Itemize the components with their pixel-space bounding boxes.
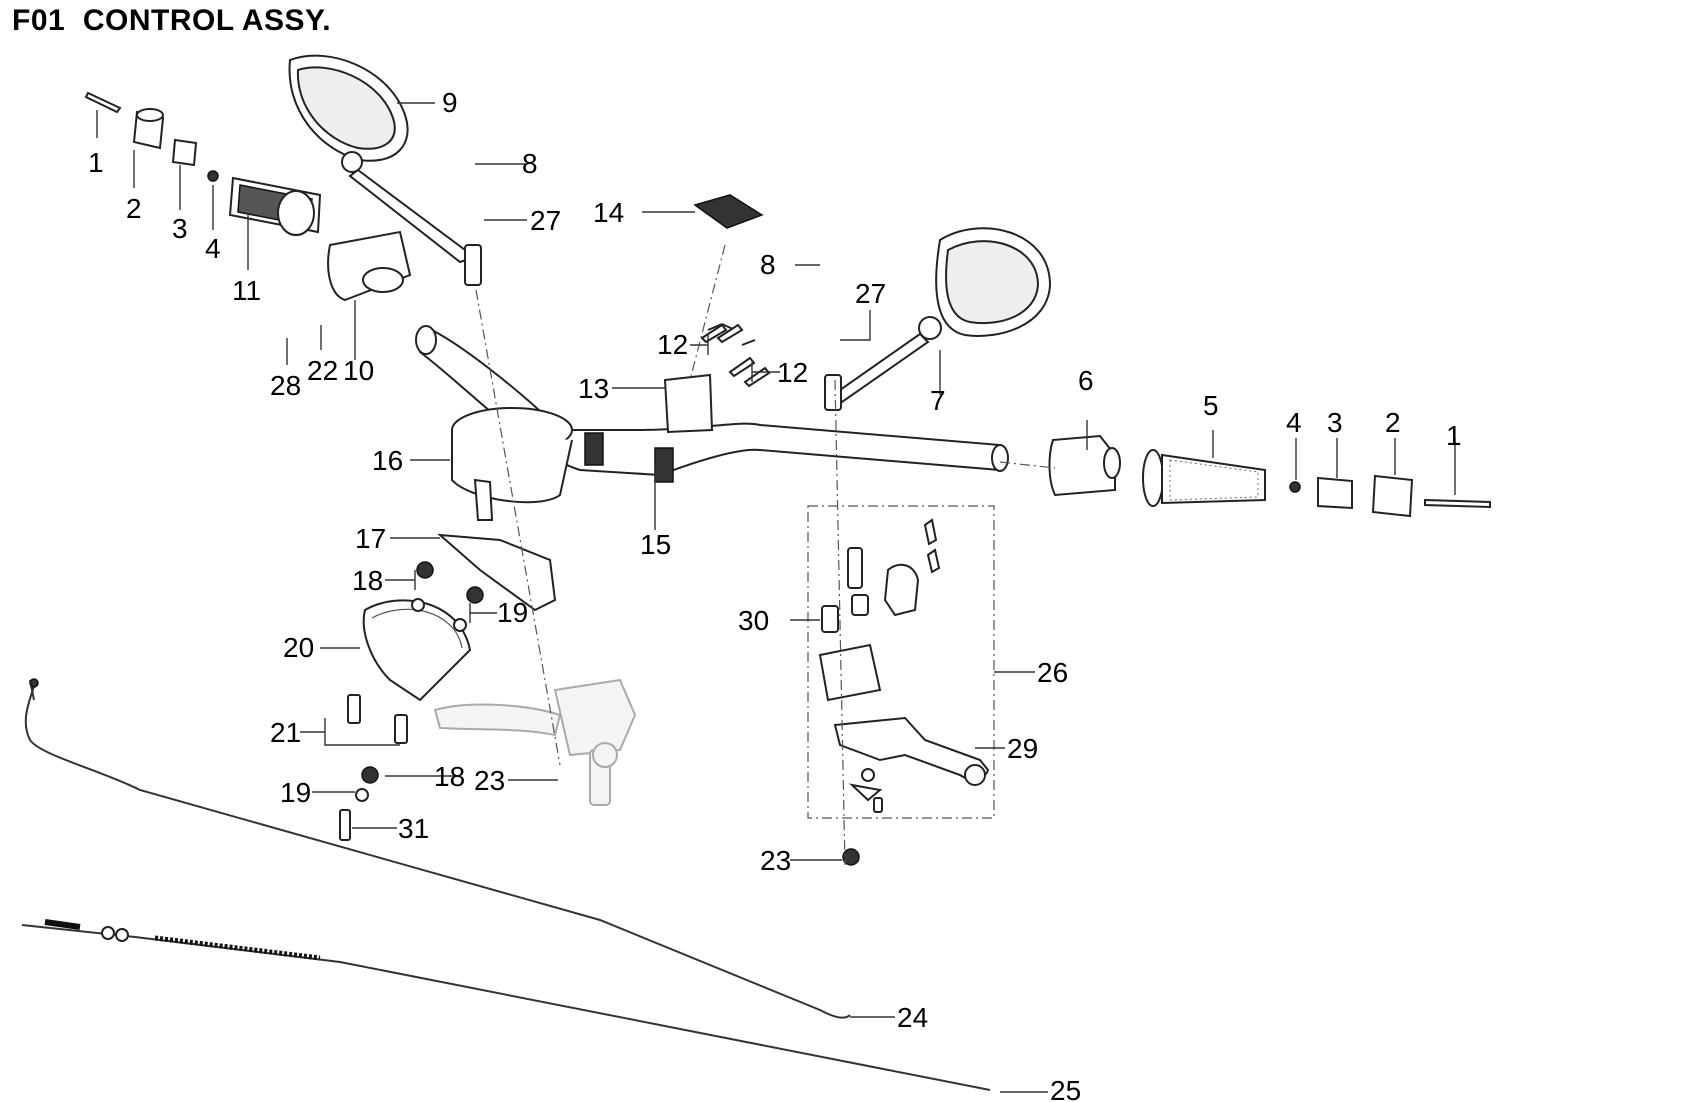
clutch-lever-drawing bbox=[807, 505, 995, 866]
callout-nut-lower: 18 bbox=[434, 761, 465, 792]
callout-washer-lower: 19 bbox=[280, 777, 311, 808]
callout-left-switch: 10 bbox=[343, 355, 374, 386]
callout-switch-screw: 28 bbox=[270, 370, 301, 401]
callout-clutch-switch: 30 bbox=[738, 605, 769, 636]
callout-handlebar: 15 bbox=[640, 529, 671, 560]
brake-master-cylinder-drawing bbox=[433, 678, 637, 806]
callout-emblem: 14 bbox=[593, 197, 624, 228]
callout-right-nut: 4 bbox=[1286, 407, 1302, 438]
callout-bracket: 17 bbox=[355, 523, 386, 554]
callout-clutch-lever: 29 bbox=[1007, 733, 1038, 764]
centerlines bbox=[475, 244, 1056, 866]
callout-meter-cover: 20 bbox=[283, 632, 314, 663]
callout-labels: 1 2 3 4 11 9 8 27 28 22 10 14 12 12 13 1… bbox=[88, 87, 1462, 1102]
callout-upper-holder: 13 bbox=[578, 373, 609, 404]
holder-drawing bbox=[663, 194, 771, 434]
cables-drawing bbox=[21, 678, 991, 1091]
callout-holder-bolts-upper: 12 bbox=[657, 329, 688, 360]
callout-left-bolt: 1 bbox=[88, 147, 104, 178]
callout-nut-upper: 18 bbox=[352, 565, 383, 596]
callout-nut-brake: 23 bbox=[474, 765, 505, 796]
callout-mirror-bolt-left: 8 bbox=[522, 148, 538, 179]
callout-throttle-cable: 24 bbox=[897, 1002, 928, 1033]
callout-right-grip: 5 bbox=[1203, 390, 1219, 421]
callout-nut-clutch: 23 bbox=[760, 845, 791, 876]
callout-left-collar: 3 bbox=[172, 213, 188, 244]
callout-washer-upper: 19 bbox=[497, 597, 528, 628]
callout-left-weight: 2 bbox=[126, 193, 142, 224]
callout-throttle-grip: 11 bbox=[232, 275, 261, 306]
callout-left-mirror: 9 bbox=[442, 87, 458, 118]
callout-right-bolt: 1 bbox=[1446, 420, 1462, 451]
callout-washer-right: 27 bbox=[855, 278, 886, 309]
callout-holder-bolts-lower: 12 bbox=[777, 357, 808, 388]
leader-lines bbox=[96, 102, 1456, 1093]
callout-right-weight: 2 bbox=[1385, 407, 1401, 438]
right-mirror-drawing bbox=[824, 227, 1052, 411]
left-grip-parts bbox=[84, 91, 412, 302]
right-grip-parts bbox=[1048, 434, 1491, 518]
callout-mirror-bolt-right: 8 bbox=[760, 249, 776, 280]
callout-speedometer: 16 bbox=[372, 445, 403, 476]
callout-right-mirror: 7 bbox=[930, 385, 946, 416]
callout-clutch-cable: 25 bbox=[1050, 1075, 1081, 1102]
callout-right-collar: 3 bbox=[1327, 407, 1343, 438]
callout-cover-bolts: 21 bbox=[270, 717, 301, 748]
callout-clutch-lever-assy: 26 bbox=[1037, 657, 1068, 688]
speedometer-drawing bbox=[339, 407, 573, 841]
callout-right-switch: 6 bbox=[1078, 365, 1094, 396]
callout-switch-washer: 22 bbox=[307, 355, 338, 386]
callout-left-nut: 4 bbox=[205, 233, 221, 264]
callout-washer-left: 27 bbox=[530, 205, 561, 236]
left-mirror-drawing bbox=[288, 54, 482, 286]
callout-meter-bolt: 31 bbox=[398, 813, 429, 844]
diagram-title: F01 CONTROL ASSY. bbox=[12, 4, 332, 37]
